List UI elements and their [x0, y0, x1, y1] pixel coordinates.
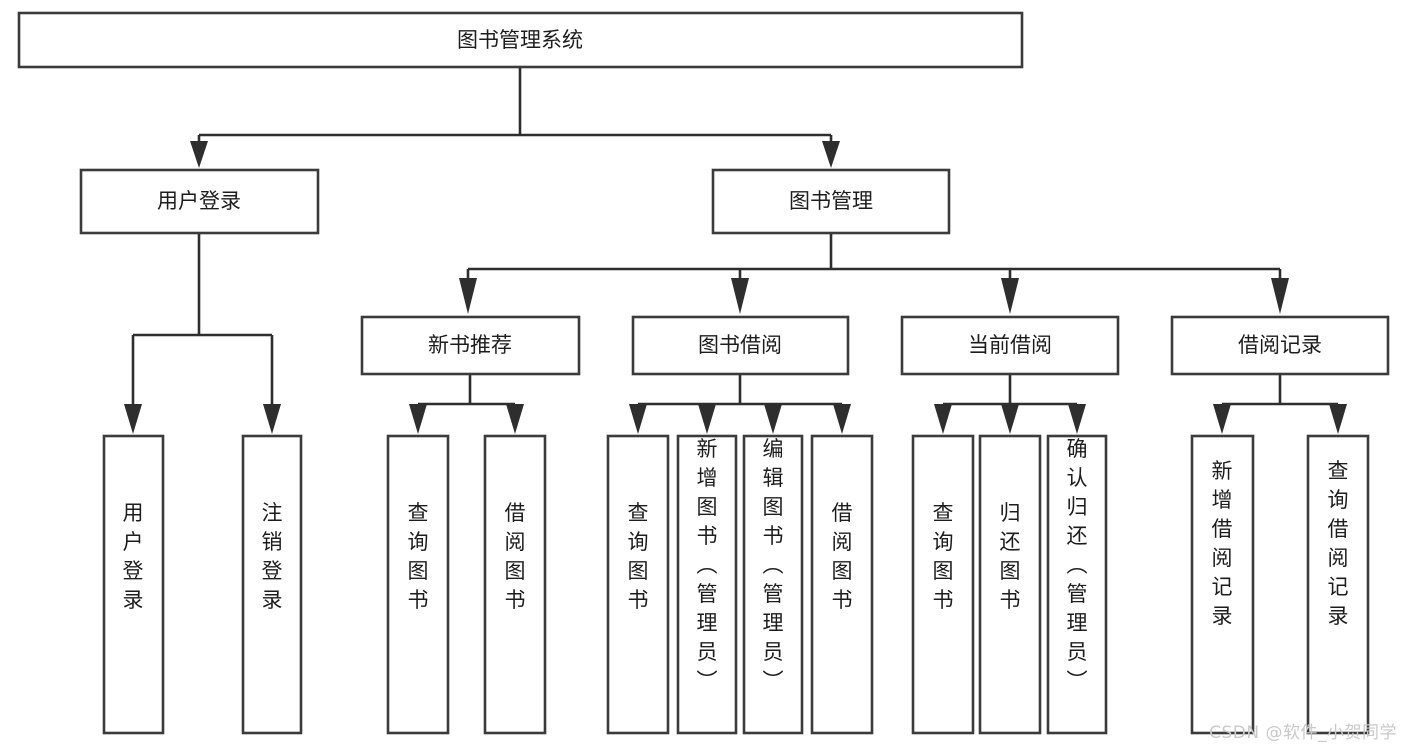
arrow-newbook-leaf-1 — [409, 404, 427, 434]
node-book-borrow-label: 图书借阅 — [698, 333, 782, 357]
arrow-bookborrow-leaf-3 — [764, 404, 782, 434]
arrow-bookmanage-to-borrow-record — [1271, 278, 1289, 314]
node-leaf-return-book-box[interactable] — [978, 434, 1042, 735]
arrow-currentborrow-leaf-3 — [1068, 404, 1086, 434]
arrow-newbook-leaf-2 — [506, 404, 524, 434]
node-leaf-query-book-1-box[interactable] — [386, 434, 450, 735]
node-leaf-borrow-book-1-label: 借阅图书 — [505, 501, 526, 612]
node-leaf-query-book-2-box[interactable] — [606, 434, 670, 735]
node-user-login-box[interactable] — [79, 168, 320, 235]
connector-group — [124, 68, 1347, 434]
node-leaf-add-book[interactable]: 新增图书︵管理员︶ — [676, 434, 738, 735]
node-leaf-confirm-return-label: 确认归还︵管理员︶ — [1067, 437, 1088, 693]
arrow-bookmanage-to-new-book — [459, 278, 477, 314]
arrow-bookmanage-to-current-borrow — [1001, 278, 1019, 314]
arrow-currentborrow-leaf-2 — [1001, 404, 1019, 434]
node-leaf-add-book-box[interactable] — [676, 434, 738, 735]
node-new-book-recommend-box[interactable] — [360, 315, 581, 376]
arrow-currentborrow-leaf-1 — [934, 404, 952, 434]
node-leaf-user-login-box[interactable] — [102, 434, 165, 735]
arrow-borrowrecord-leaf-2 — [1329, 404, 1347, 434]
node-book-manage-label: 图书管理 — [789, 189, 873, 213]
node-leaf-borrow-book-2-label: 借阅图书 — [832, 501, 853, 612]
node-book-manage-box[interactable] — [711, 168, 951, 235]
node-root-label: 图书管理系统 — [457, 28, 583, 52]
node-leaf-borrow-book-1-box[interactable] — [483, 434, 547, 735]
node-leaf-logout-login-box[interactable] — [241, 434, 303, 735]
node-leaf-borrow-book-2[interactable]: 借阅图书 — [810, 434, 874, 735]
node-book-manage[interactable]: 图书管理 — [711, 168, 951, 235]
node-user-login[interactable]: 用户登录 — [79, 168, 320, 235]
node-leaf-edit-book-box[interactable] — [742, 434, 804, 735]
node-leaf-logout-login-label: 注销登录 — [262, 501, 283, 612]
leaf-node-group: 用户登录 注销登录 查询图书 借阅图书 查询图书 新增图书︵管理员︶ — [102, 434, 1370, 735]
node-leaf-confirm-return[interactable]: 确认归还︵管理员︶ — [1046, 434, 1108, 735]
node-borrow-record-box[interactable] — [1170, 315, 1390, 376]
node-borrow-record[interactable]: 借阅记录 — [1170, 315, 1390, 376]
arrow-borrowrecord-leaf-1 — [1213, 404, 1231, 434]
node-leaf-query-book-3-box[interactable] — [911, 434, 975, 735]
node-leaf-borrow-book-1[interactable]: 借阅图书 — [483, 434, 547, 735]
node-borrow-record-label: 借阅记录 — [1238, 333, 1322, 357]
arrow-bookborrow-leaf-2 — [698, 404, 716, 434]
node-user-login-label: 用户登录 — [157, 189, 241, 213]
node-leaf-query-record-label: 查询借阅记录 — [1328, 459, 1349, 628]
node-current-borrow[interactable]: 当前借阅 — [900, 315, 1120, 376]
node-leaf-query-record[interactable]: 查询借阅记录 — [1306, 434, 1370, 735]
node-leaf-add-record-label: 新增借阅记录 — [1212, 459, 1233, 628]
node-leaf-add-record-box[interactable] — [1190, 434, 1255, 735]
node-leaf-edit-book[interactable]: 编辑图书︵管理员︶ — [742, 434, 804, 735]
node-leaf-add-record[interactable]: 新增借阅记录 — [1190, 434, 1255, 735]
arrow-bookmanage-to-book-borrow — [731, 278, 749, 314]
arrow-bookborrow-leaf-4 — [833, 404, 851, 434]
node-new-book-recommend[interactable]: 新书推荐 — [360, 315, 581, 376]
node-leaf-return-book-label: 归还图书 — [1000, 501, 1021, 612]
node-leaf-confirm-return-box[interactable] — [1046, 434, 1108, 735]
node-root-box[interactable] — [17, 11, 1024, 69]
node-leaf-logout-login[interactable]: 注销登录 — [241, 434, 303, 735]
node-leaf-query-record-box[interactable] — [1306, 434, 1370, 735]
node-current-borrow-label: 当前借阅 — [968, 333, 1052, 357]
node-leaf-return-book[interactable]: 归还图书 — [978, 434, 1042, 735]
node-leaf-borrow-book-2-box[interactable] — [810, 434, 874, 735]
arrow-root-to-user-login — [190, 141, 208, 168]
node-leaf-query-book-1[interactable]: 查询图书 — [386, 434, 450, 735]
node-leaf-query-book-3[interactable]: 查询图书 — [911, 434, 975, 735]
arrow-userlogin-leaf-2 — [263, 404, 281, 434]
node-leaf-query-book-2[interactable]: 查询图书 — [606, 434, 670, 735]
node-leaf-add-book-label: 新增图书︵管理员︶ — [697, 437, 718, 693]
node-leaf-query-book-1-label: 查询图书 — [408, 501, 429, 612]
node-leaf-edit-book-label: 编辑图书︵管理员︶ — [763, 437, 784, 693]
arrow-userlogin-leaf-1 — [124, 404, 142, 434]
arrow-root-to-book-manage — [822, 141, 840, 168]
node-leaf-query-book-2-label: 查询图书 — [628, 501, 649, 612]
node-current-borrow-box[interactable] — [900, 315, 1120, 376]
node-book-borrow-box[interactable] — [631, 315, 850, 376]
node-root[interactable]: 图书管理系统 — [17, 11, 1024, 69]
node-leaf-user-login-label: 用户登录 — [123, 501, 144, 612]
node-book-borrow[interactable]: 图书借阅 — [631, 315, 850, 376]
node-leaf-user-login[interactable]: 用户登录 — [102, 434, 165, 735]
node-new-book-recommend-label: 新书推荐 — [428, 333, 512, 357]
node-leaf-query-book-3-label: 查询图书 — [933, 501, 954, 612]
arrow-bookborrow-leaf-1 — [629, 404, 647, 434]
